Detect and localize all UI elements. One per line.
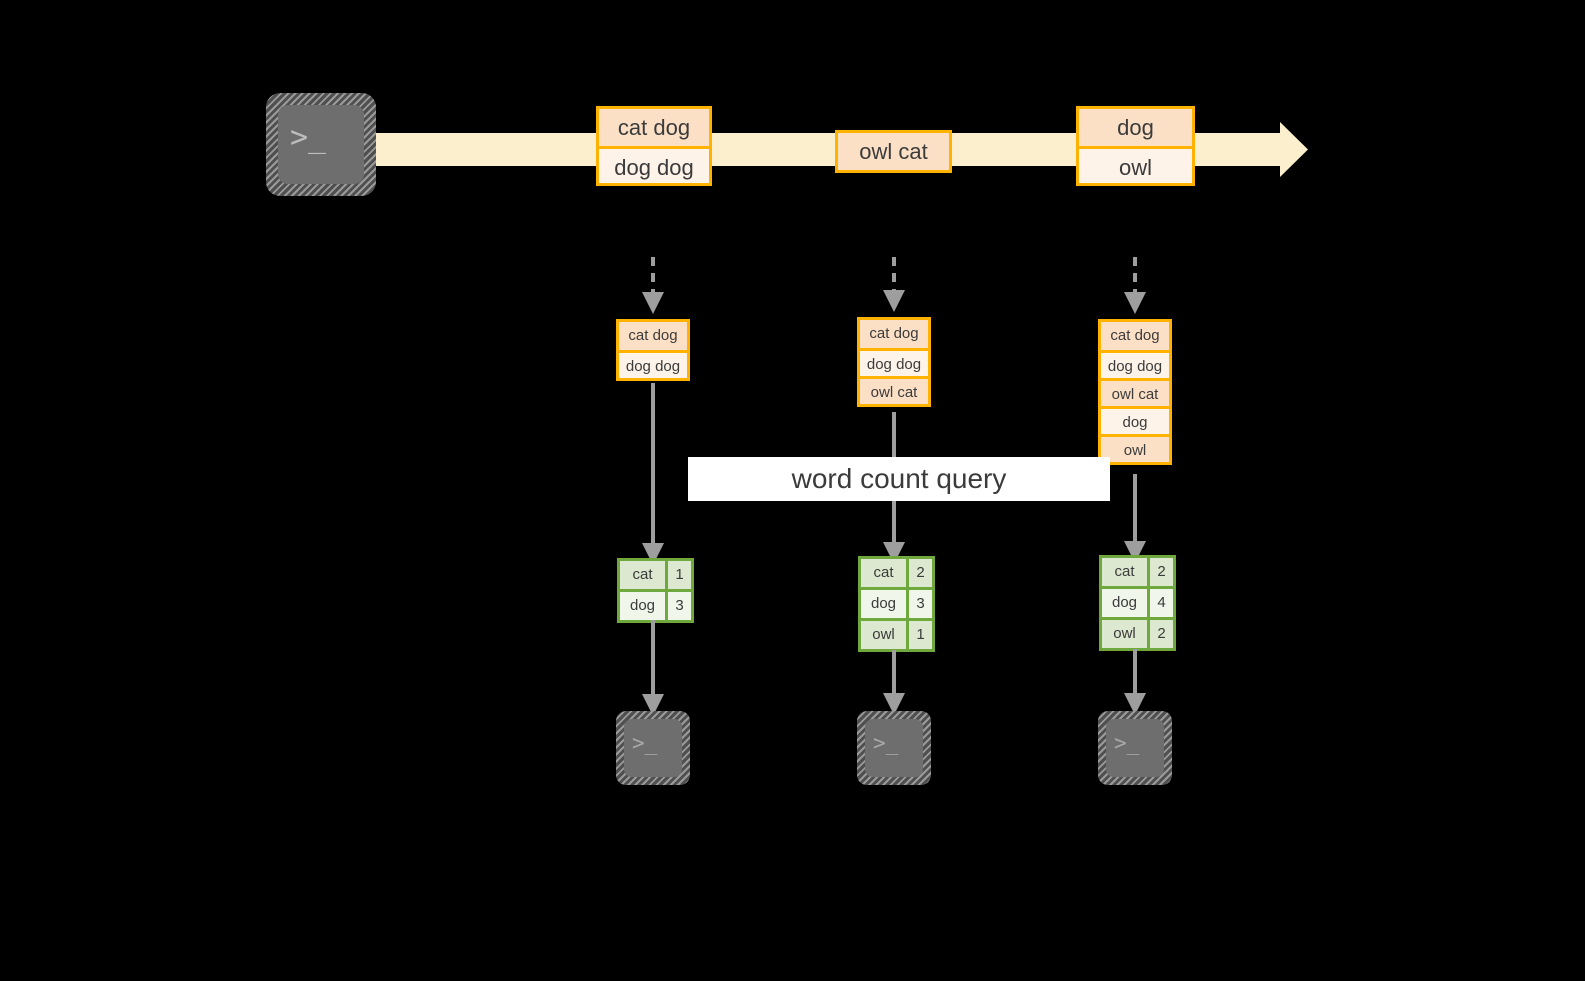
table-row: owl 1: [861, 618, 932, 649]
result-word: cat: [861, 559, 906, 587]
stage-1-accumulated-records[interactable]: cat dog dog dog: [616, 319, 690, 381]
stream-record-group-2[interactable]: owl cat: [835, 130, 952, 173]
accumulated-line: cat dog: [619, 322, 687, 350]
stage-2-dashed-connector: [892, 257, 896, 291]
stage-3-query-arrowhead: [1124, 541, 1146, 563]
terminal-icon: >_: [290, 120, 327, 155]
accumulated-line: owl cat: [860, 376, 928, 404]
accumulated-line: dog: [1101, 406, 1169, 434]
table-row: dog 4: [1102, 586, 1173, 617]
stage-3-sink-terminal[interactable]: >_: [1098, 711, 1172, 785]
stream-record-line: owl: [1079, 146, 1192, 183]
stage-3-result-table[interactable]: cat 2 dog 4 owl 2: [1099, 555, 1176, 651]
stage-2-sink-connector: [892, 650, 896, 696]
result-word: owl: [861, 621, 906, 649]
stream-arrow-head: [1250, 122, 1308, 177]
result-word: owl: [1102, 620, 1147, 648]
terminal-icon: >_: [632, 731, 658, 755]
stage-1-sink-arrowhead: [642, 694, 664, 716]
result-count: 1: [906, 621, 932, 649]
stage-1-sink-connector: [651, 620, 655, 698]
stage-3-query-connector: [1133, 474, 1137, 546]
table-row: dog 3: [620, 589, 691, 620]
terminal-face: [1106, 719, 1164, 777]
accumulated-line: dog dog: [1101, 350, 1169, 378]
table-row: dog 3: [861, 587, 932, 618]
stage-3-sink-connector: [1133, 649, 1137, 696]
result-word: dog: [861, 590, 906, 618]
terminal-face: [865, 719, 923, 777]
stream-record-line: dog dog: [599, 146, 709, 183]
stage-2-accumulated-records[interactable]: cat dog dog dog owl cat: [857, 317, 931, 407]
result-word: dog: [620, 592, 665, 620]
stream-record-line: dog: [1079, 109, 1192, 146]
table-row: owl 2: [1102, 617, 1173, 648]
stage-1-query-connector: [651, 383, 655, 548]
result-count: 4: [1147, 589, 1173, 617]
terminal-icon: >_: [873, 731, 899, 755]
result-count: 2: [906, 559, 932, 587]
accumulated-line: dog dog: [860, 348, 928, 376]
table-row: cat 2: [861, 559, 932, 587]
result-count: 2: [1147, 620, 1173, 648]
stage-1-result-table[interactable]: cat 1 dog 3: [617, 558, 694, 623]
accumulated-line: cat dog: [1101, 322, 1169, 350]
accumulated-line: owl: [1101, 434, 1169, 462]
stage-2-result-table[interactable]: cat 2 dog 3 owl 1: [858, 556, 935, 652]
query-label: word count query: [688, 457, 1110, 501]
result-word: cat: [1102, 558, 1147, 586]
source-terminal[interactable]: >_: [266, 93, 376, 196]
table-row: cat 2: [1102, 558, 1173, 586]
stage-2-query-arrowhead: [883, 542, 905, 564]
terminal-icon: >_: [1114, 731, 1140, 755]
terminal-face: [278, 105, 364, 184]
stage-2-sink-arrowhead: [883, 693, 905, 715]
stage-1-query-arrowhead: [642, 543, 664, 565]
result-count: 3: [665, 592, 691, 620]
stage-3-sink-arrowhead: [1124, 693, 1146, 715]
stream-record-line: cat dog: [599, 109, 709, 146]
stage-2-dashed-arrowhead: [883, 290, 905, 312]
accumulated-line: cat dog: [860, 320, 928, 348]
stream-record-group-3[interactable]: dog owl: [1076, 106, 1195, 186]
accumulated-line: owl cat: [1101, 378, 1169, 406]
result-count: 3: [906, 590, 932, 618]
table-row: cat 1: [620, 561, 691, 589]
stream-record-line: owl cat: [838, 133, 949, 170]
result-count: 1: [665, 561, 691, 589]
stage-3-dashed-arrowhead: [1124, 292, 1146, 314]
stage-1-dashed-connector: [651, 257, 655, 293]
stage-3-dashed-connector: [1133, 257, 1137, 293]
terminal-face: [624, 719, 682, 777]
stage-2-sink-terminal[interactable]: >_: [857, 711, 931, 785]
stage-1-sink-terminal[interactable]: >_: [616, 711, 690, 785]
result-word: dog: [1102, 589, 1147, 617]
result-count: 2: [1147, 558, 1173, 586]
result-word: cat: [620, 561, 665, 589]
stage-1-dashed-arrowhead: [642, 292, 664, 314]
stream-record-group-1[interactable]: cat dog dog dog: [596, 106, 712, 186]
accumulated-line: dog dog: [619, 350, 687, 378]
stage-3-accumulated-records[interactable]: cat dog dog dog owl cat dog owl: [1098, 319, 1172, 465]
